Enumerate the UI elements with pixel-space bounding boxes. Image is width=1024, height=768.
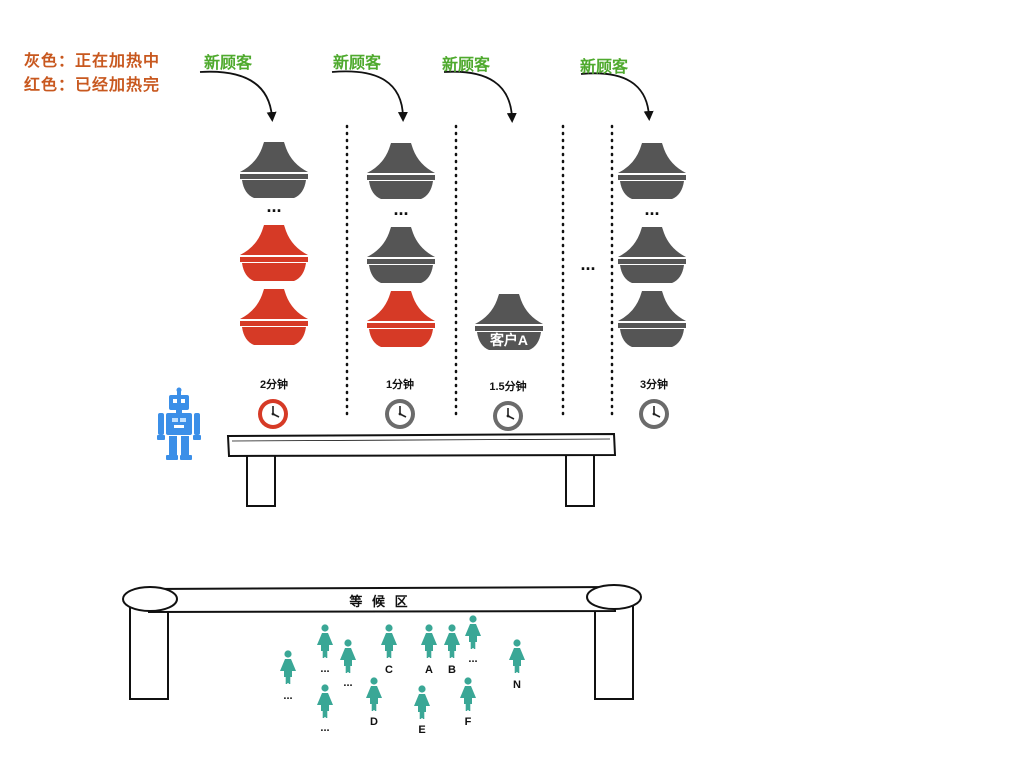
ellipsis: ... bbox=[393, 199, 409, 219]
person-label-n: N bbox=[513, 679, 521, 691]
waiting-area-title: 等 候 区 bbox=[349, 594, 411, 609]
new-customer-arrow bbox=[580, 72, 654, 121]
legend-red: 红色：已经加热完 bbox=[24, 77, 161, 94]
person-label-e: E bbox=[418, 724, 426, 736]
people-ellipsis: ... bbox=[468, 653, 478, 665]
person-icon bbox=[317, 684, 333, 718]
person-label-d: D bbox=[370, 716, 378, 728]
timer-label: 3分钟 bbox=[639, 379, 669, 391]
person-icon bbox=[509, 639, 525, 673]
new-customer-label: 新顾客 bbox=[442, 57, 491, 74]
waiting-bench bbox=[122, 584, 642, 700]
bowl-done bbox=[367, 291, 435, 347]
people-ellipsis: ... bbox=[320, 663, 330, 675]
person-icon bbox=[421, 624, 437, 658]
timer-label: 1分钟 bbox=[385, 379, 415, 391]
person-icon bbox=[381, 624, 397, 658]
person-icon bbox=[280, 650, 296, 684]
people-ellipsis: ... bbox=[343, 677, 353, 689]
ellipsis: ... bbox=[644, 199, 660, 219]
timer-label: 2分钟 bbox=[259, 379, 289, 391]
person-label-f: F bbox=[464, 716, 472, 728]
bowl-heating bbox=[367, 143, 435, 199]
person-icon bbox=[460, 677, 476, 711]
bowl-customer-label: 客户A bbox=[489, 332, 529, 348]
clock-icon bbox=[384, 398, 416, 430]
person-label-b: B bbox=[448, 664, 456, 676]
people-ellipsis: ... bbox=[283, 690, 293, 702]
new-customer-arrow bbox=[443, 70, 517, 123]
robot-icon bbox=[157, 387, 201, 460]
bowl-heating bbox=[618, 291, 686, 347]
people-ellipsis: ... bbox=[320, 722, 330, 734]
bowl-heating bbox=[618, 143, 686, 199]
clock-icon bbox=[257, 398, 289, 430]
clock-icon bbox=[492, 400, 524, 432]
bowl-done bbox=[240, 289, 308, 345]
bowl-heating bbox=[367, 227, 435, 283]
new-customer-label: 新顾客 bbox=[204, 55, 253, 72]
person-label-c: C bbox=[385, 664, 393, 676]
person-icon bbox=[317, 624, 333, 658]
bowl-heating bbox=[618, 227, 686, 283]
person-icon bbox=[444, 624, 460, 658]
person-icon bbox=[340, 639, 356, 673]
legend-gray: 灰色：正在加热中 bbox=[24, 53, 161, 70]
person-icon bbox=[366, 677, 382, 711]
clock-icon bbox=[638, 398, 670, 430]
person-icon bbox=[414, 685, 430, 719]
new-customer-label: 新顾客 bbox=[580, 59, 629, 76]
person-label-a: A bbox=[425, 664, 433, 676]
ellipsis: ... bbox=[266, 196, 282, 216]
column-ellipsis: ... bbox=[580, 254, 596, 274]
bowl-done bbox=[240, 225, 308, 281]
new-customer-arrow bbox=[331, 70, 408, 122]
counter-table bbox=[226, 432, 617, 507]
bowl-heating bbox=[240, 142, 308, 198]
person-icon bbox=[465, 615, 481, 649]
timer-label: 1.5分钟 bbox=[489, 381, 527, 393]
new-customer-arrow bbox=[199, 70, 277, 122]
new-customer-label: 新顾客 bbox=[333, 55, 382, 72]
